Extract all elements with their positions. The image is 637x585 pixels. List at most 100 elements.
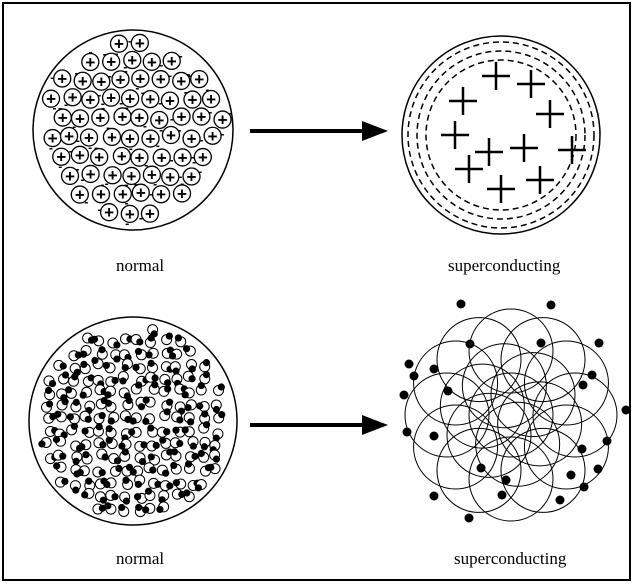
normal-sample-outline-bottom [28,316,238,526]
filled-electron [121,364,129,372]
filled-electron [121,448,129,456]
plus-sign: + [96,185,106,204]
plus-sign: + [108,166,118,185]
normal-ion-lattice: +-+-+-+-+-+-+-+-+-+-+-+-+-+-+-+-+-+-+-+-… [32,29,234,231]
minus-sign: - [84,195,88,209]
filled-electron [129,417,137,425]
filled-electron [176,416,184,424]
filled-electron [122,497,131,505]
filled-electron [163,428,171,436]
filled-electron [147,359,155,367]
minus-sign: - [72,119,76,133]
filled-electron [142,417,150,425]
filled-electron [165,332,173,340]
plus-sign: + [135,34,145,53]
ion-circle [91,108,110,127]
cooper-pair-circle [500,427,586,513]
minus-sign: - [199,133,203,147]
minus-sign: - [180,176,184,190]
plus-sign: + [194,70,204,89]
transition-arrow-bottom [250,415,388,435]
filled-electron [152,441,160,450]
filled-electron [183,489,191,497]
ion-circle [123,50,142,70]
ion-circle [70,145,90,164]
filled-electron [119,377,127,385]
plus-sign: + [118,185,128,204]
ion-circle [63,88,82,107]
ion-circle [81,164,100,184]
minus-sign: - [50,71,54,85]
filled-electron [53,462,61,470]
filled-electron [44,386,53,395]
plus-sign: + [95,109,105,128]
plus-sign: + [78,72,88,91]
minus-sign: - [168,68,172,82]
electron-dot [546,300,556,310]
filled-electron [66,413,74,421]
minus-sign: - [159,58,163,72]
plus-sign: + [145,90,155,109]
normal-electron-gas [28,316,238,526]
filled-electron [91,356,99,365]
cooper-pair-circle [436,317,522,403]
electron-dot [594,338,604,348]
plus-sign: + [127,51,137,70]
filled-electron [59,362,67,370]
filled-electron [81,491,89,499]
minus-sign: - [169,153,173,167]
electron-dot [465,339,475,349]
ion-circle [113,184,132,204]
cooper-pair-circle [461,343,547,429]
filled-electron [105,436,113,444]
filled-electron [98,412,106,420]
filled-electron [166,482,174,490]
filled-electron [78,443,86,451]
filled-electron [151,381,159,389]
superconducting-sample-outline-top [401,35,601,235]
plus-sign: + [65,167,75,186]
filled-electron [74,351,82,359]
filled-electron [218,411,226,419]
minus-sign: - [191,150,195,164]
plus-sign: + [165,92,175,111]
filled-electron [81,427,89,435]
ion-circle [161,167,180,187]
plus-sign: + [75,109,85,128]
filled-electron [140,441,148,449]
ion-circle [131,183,150,202]
filled-electron [72,398,80,406]
ion-circle [182,167,201,186]
minus-sign: - [105,176,109,190]
filled-electron [188,365,196,373]
filled-electron [165,398,174,406]
filled-electron [46,400,54,408]
plus-sign: + [157,149,167,168]
filled-electron [102,361,110,370]
ion-circle [81,52,100,72]
filled-electron [135,381,143,389]
filled-electron [151,374,159,382]
filled-electron [172,479,181,487]
ion-circle [91,185,111,204]
filled-electron [197,449,205,458]
filled-electron [168,352,177,360]
filled-electron [202,359,211,367]
ion-circle [131,69,150,88]
filled-electron [59,452,67,460]
filled-electron [147,453,155,461]
ion-circle [161,125,181,145]
filled-electron [135,503,143,512]
ion-circle [101,88,121,107]
plus-sign: + [64,127,74,146]
cooper-pair-circle [413,340,499,426]
electron-dot [621,405,631,415]
minus-sign: - [139,211,143,225]
cooper-pair-circle [439,363,525,449]
electron-dot [497,490,507,500]
plus-sign: + [165,168,175,187]
minus-sign: - [144,158,148,172]
filled-electron [115,464,123,473]
cooper-pair-circle [490,352,576,438]
ion-circle [140,204,160,223]
